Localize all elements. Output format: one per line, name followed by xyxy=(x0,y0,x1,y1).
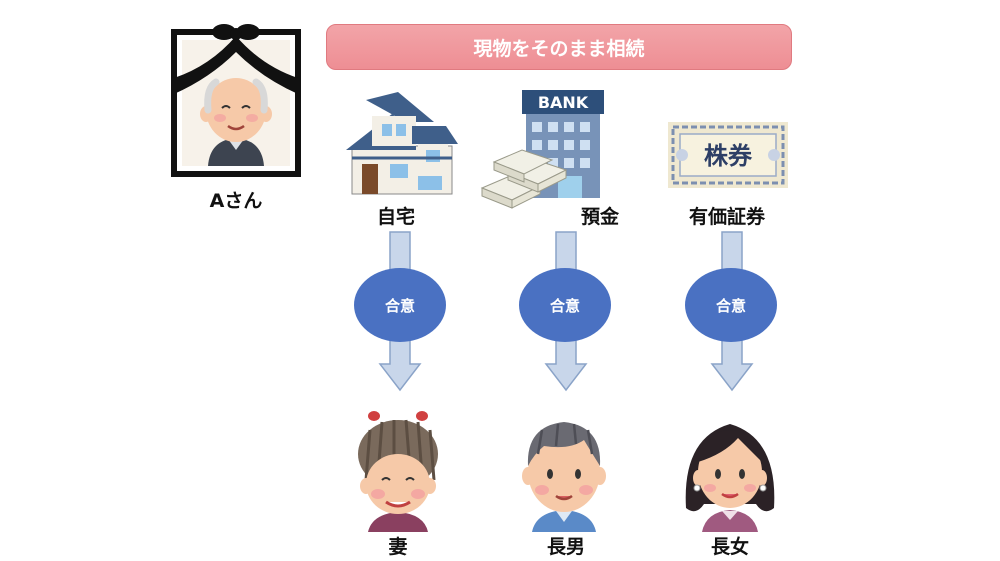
bank-sign: BANK xyxy=(538,93,589,112)
cash-stack-icon xyxy=(480,149,568,209)
wife-avatar-icon xyxy=(358,411,438,532)
memorial-portrait-icon xyxy=(171,24,301,177)
eldest-son-label: 長男 xyxy=(546,536,585,558)
eldest-daughter-label: 長女 xyxy=(710,536,749,558)
eldest-daughter-avatar-icon xyxy=(685,424,775,532)
house-label: 自宅 xyxy=(376,206,415,228)
deposit-label: 預金 xyxy=(580,206,619,228)
agreement-badge: 合意 xyxy=(519,268,611,342)
eldest-son-avatar-icon xyxy=(522,422,606,532)
certificate-text: 株券 xyxy=(704,142,753,170)
wife-label: 妻 xyxy=(388,536,408,558)
banner-title: 現物をそのまま相続 xyxy=(473,37,645,60)
stock-certificate-icon: 株券 xyxy=(668,122,788,188)
deceased-label: Aさん xyxy=(209,190,263,212)
agreement-badge: 合意 xyxy=(354,268,446,342)
agreement-label: 合意 xyxy=(715,296,746,315)
stocks-label: 有価証券 xyxy=(688,206,765,228)
agreement-badge: 合意 xyxy=(685,268,777,342)
agreement-label: 合意 xyxy=(384,296,415,315)
title-banner: 現物をそのまま相続 xyxy=(326,24,792,70)
agreement-label: 合意 xyxy=(549,296,580,315)
house-icon xyxy=(346,92,458,195)
